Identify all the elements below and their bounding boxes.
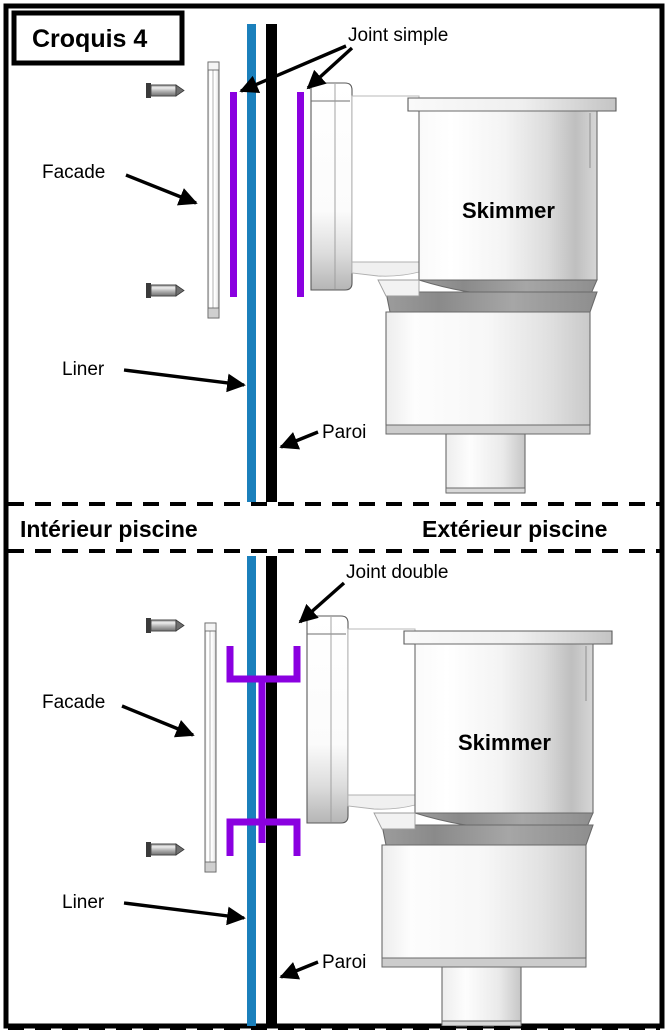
joint-double-leader bbox=[298, 581, 346, 624]
title-box: Croquis 4 bbox=[11, 10, 185, 66]
joint-simple-leader-inner bbox=[239, 44, 347, 93]
facade-leader-top bbox=[125, 173, 198, 206]
liner-leader-top bbox=[123, 368, 246, 393]
paroi-label-top: Paroi bbox=[322, 422, 366, 443]
interior-label: Intérieur piscine bbox=[20, 516, 198, 542]
paroi-label-bottom: Paroi bbox=[322, 952, 366, 973]
title-text: Croquis 4 bbox=[32, 25, 147, 53]
liner-strip-top bbox=[247, 24, 256, 502]
joint-double-label: Joint double bbox=[346, 562, 448, 583]
paroi-strip-bottom bbox=[266, 556, 277, 1026]
facade-label-bottom: Facade bbox=[42, 692, 105, 713]
facade-panel-bottom bbox=[204, 622, 217, 873]
panel-joint-double: Skimmer Joint double Facade Liner Paroi bbox=[42, 556, 613, 1027]
facade-label-top: Facade bbox=[42, 162, 105, 183]
divider-band: Intérieur piscine Extérieur piscine bbox=[8, 502, 660, 553]
facade-leader-bottom bbox=[121, 704, 195, 738]
paroi-leader-bottom bbox=[279, 960, 319, 980]
joint-simple-outer-gasket bbox=[297, 92, 304, 297]
skimmer-label-top: Skimmer bbox=[462, 198, 555, 223]
liner-label-top: Liner bbox=[62, 359, 105, 380]
facade-panel-top bbox=[207, 61, 220, 319]
skimmer-label-bottom: Skimmer bbox=[458, 730, 551, 755]
paroi-strip-top bbox=[266, 24, 277, 502]
liner-label-bottom: Liner bbox=[62, 892, 105, 913]
exterior-label: Extérieur piscine bbox=[422, 516, 607, 542]
paroi-leader-top bbox=[279, 430, 319, 450]
joint-simple-label: Joint simple bbox=[348, 25, 448, 46]
panel-joint-simple: Skimmer Joint simple Facade Liner Paroi bbox=[42, 24, 617, 502]
joint-double-upper-bracket bbox=[226, 646, 301, 843]
liner-leader-bottom bbox=[123, 901, 246, 926]
joint-simple-leader-outer bbox=[306, 46, 354, 90]
joint-simple-inner-gasket bbox=[230, 92, 237, 297]
liner-strip-bottom bbox=[247, 556, 256, 1026]
